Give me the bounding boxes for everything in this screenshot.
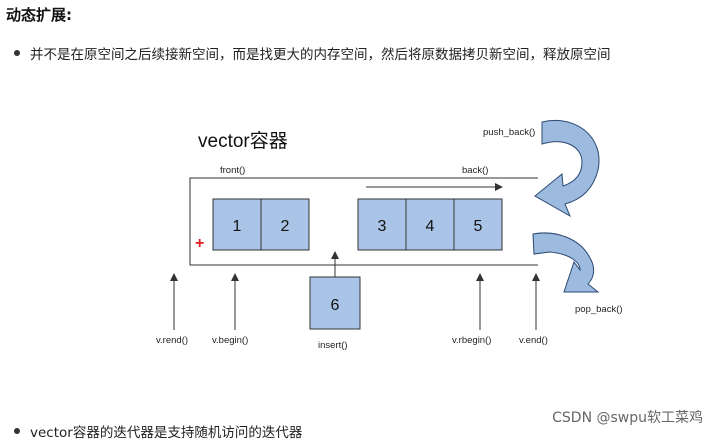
cell-3-label: 3 <box>378 218 387 235</box>
pop-back-label: pop_back() <box>575 304 623 315</box>
bullet-dot-icon <box>14 50 20 56</box>
insert-label: insert() <box>318 340 348 351</box>
rend-label: v.rend() <box>156 335 188 346</box>
bullet-text: 并不是在原空间之后续接新空间，而是找更大的内存空间，然后将原数据拷贝新空间，释放… <box>30 47 611 63</box>
back-label: back() <box>462 165 488 176</box>
cell-group-left: 1 2 <box>212 198 310 251</box>
push-back-arrow <box>534 120 600 218</box>
cell-group-right: 3 4 5 <box>357 198 503 251</box>
end-label: v.end() <box>519 335 548 346</box>
cell-4-label: 4 <box>426 218 435 235</box>
cell-1-label: 1 <box>233 218 242 235</box>
diagram-title: vector容器 <box>198 130 288 152</box>
vector-diagram: vector容器 front() back() + 1 2 3 4 5 6 v.… <box>156 120 623 351</box>
cell-2-label: 2 <box>281 218 290 235</box>
cell-4 <box>405 198 455 251</box>
cell-6 <box>309 276 361 330</box>
front-label: front() <box>220 165 245 176</box>
bullet-item: vector容器的迭代器是支持随机访问的迭代器 <box>14 421 302 441</box>
push-back-label: push_back() <box>483 127 535 138</box>
rbegin-label: v.rbegin() <box>452 335 491 346</box>
bullet-text: vector容器的迭代器是支持随机访问的迭代器 <box>30 425 303 441</box>
section-heading: 动态扩展: <box>6 6 72 24</box>
bullet-dot-icon <box>14 428 20 434</box>
cell-5-label: 5 <box>474 218 483 235</box>
cell-6-label: 6 <box>331 297 340 314</box>
bullet-item: 并不是在原空间之后续接新空间，而是找更大的内存空间，然后将原数据拷贝新空间，释放… <box>14 43 611 63</box>
cell-2 <box>260 198 310 251</box>
begin-label: v.begin() <box>212 335 248 346</box>
watermark: CSDN @swpu软工菜鸡 <box>552 410 703 426</box>
cell-5 <box>453 198 503 251</box>
pop-back-arrow <box>532 232 600 293</box>
cell-1 <box>212 198 262 251</box>
plus-sign: + <box>195 235 204 252</box>
